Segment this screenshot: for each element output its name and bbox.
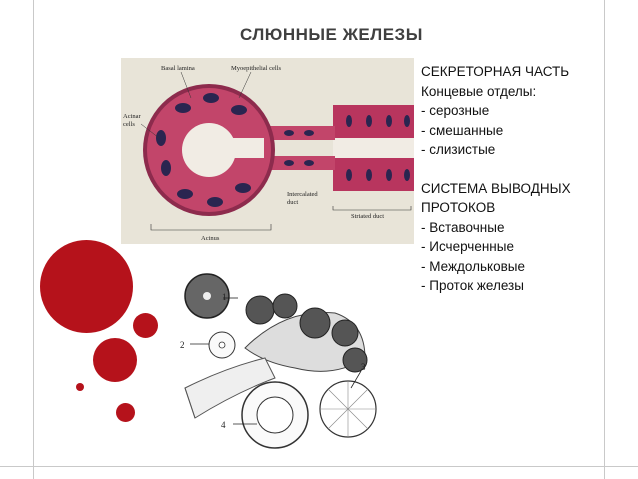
figure-number-4: 4 bbox=[221, 420, 226, 430]
decor-circle-small-1 bbox=[133, 313, 158, 338]
text-line: ПРОТОКОВ bbox=[421, 198, 626, 218]
label-acinar-2: cells bbox=[123, 121, 135, 128]
figure-number-2: 2 bbox=[180, 340, 185, 350]
acinus-diagram: Basal lamina Myoepithelial cells Acinar … bbox=[121, 58, 414, 244]
text-line: - слизистые bbox=[421, 140, 626, 160]
text-line: - Вставочные bbox=[421, 218, 626, 238]
label-basal-lamina: Basal lamina bbox=[161, 65, 195, 72]
slide-title: СЛЮННЫЕ ЖЕЛЕЗЫ bbox=[240, 25, 480, 45]
section-3 bbox=[320, 381, 376, 437]
acinus bbox=[143, 84, 275, 216]
decor-circle-small-2 bbox=[116, 403, 135, 422]
section-4 bbox=[242, 382, 308, 448]
decor-circle-medium bbox=[93, 338, 137, 382]
text-line: Концевые отделы: bbox=[421, 82, 626, 102]
frame-left-line bbox=[33, 0, 34, 479]
section-2 bbox=[209, 332, 235, 358]
gland-sketch bbox=[165, 268, 385, 458]
figure-number-1: 1 bbox=[222, 292, 227, 302]
frame-bottom-line bbox=[0, 466, 638, 467]
text-line: СИСТЕМА ВЫВОДНЫХ bbox=[421, 179, 626, 199]
text-line: - Проток железы bbox=[421, 276, 626, 296]
text-spacer bbox=[421, 160, 626, 179]
label-intercalated-2: duct bbox=[287, 199, 298, 206]
decor-circle-large bbox=[40, 240, 133, 333]
text-line: - Междольковые bbox=[421, 257, 626, 277]
label-acinus: Acinus bbox=[201, 235, 220, 242]
label-acinar-1: Acinar bbox=[123, 113, 142, 120]
text-line: - смешанные bbox=[421, 121, 626, 141]
text-block: СЕКРЕТОРНАЯ ЧАСТЬ Концевые отделы: - сер… bbox=[421, 62, 626, 296]
label-striated: Striated duct bbox=[351, 213, 384, 220]
label-myoepithelial: Myoepithelial cells bbox=[231, 65, 281, 72]
text-line: - Исчерченные bbox=[421, 237, 626, 257]
figure-number-3: 3 bbox=[361, 362, 366, 372]
decor-circle-tiny bbox=[76, 383, 84, 391]
label-intercalated-1: Intercalated bbox=[287, 191, 318, 198]
text-line: СЕКРЕТОРНАЯ ЧАСТЬ bbox=[421, 62, 626, 82]
striated-duct bbox=[333, 105, 414, 191]
text-line: - серозные bbox=[421, 101, 626, 121]
